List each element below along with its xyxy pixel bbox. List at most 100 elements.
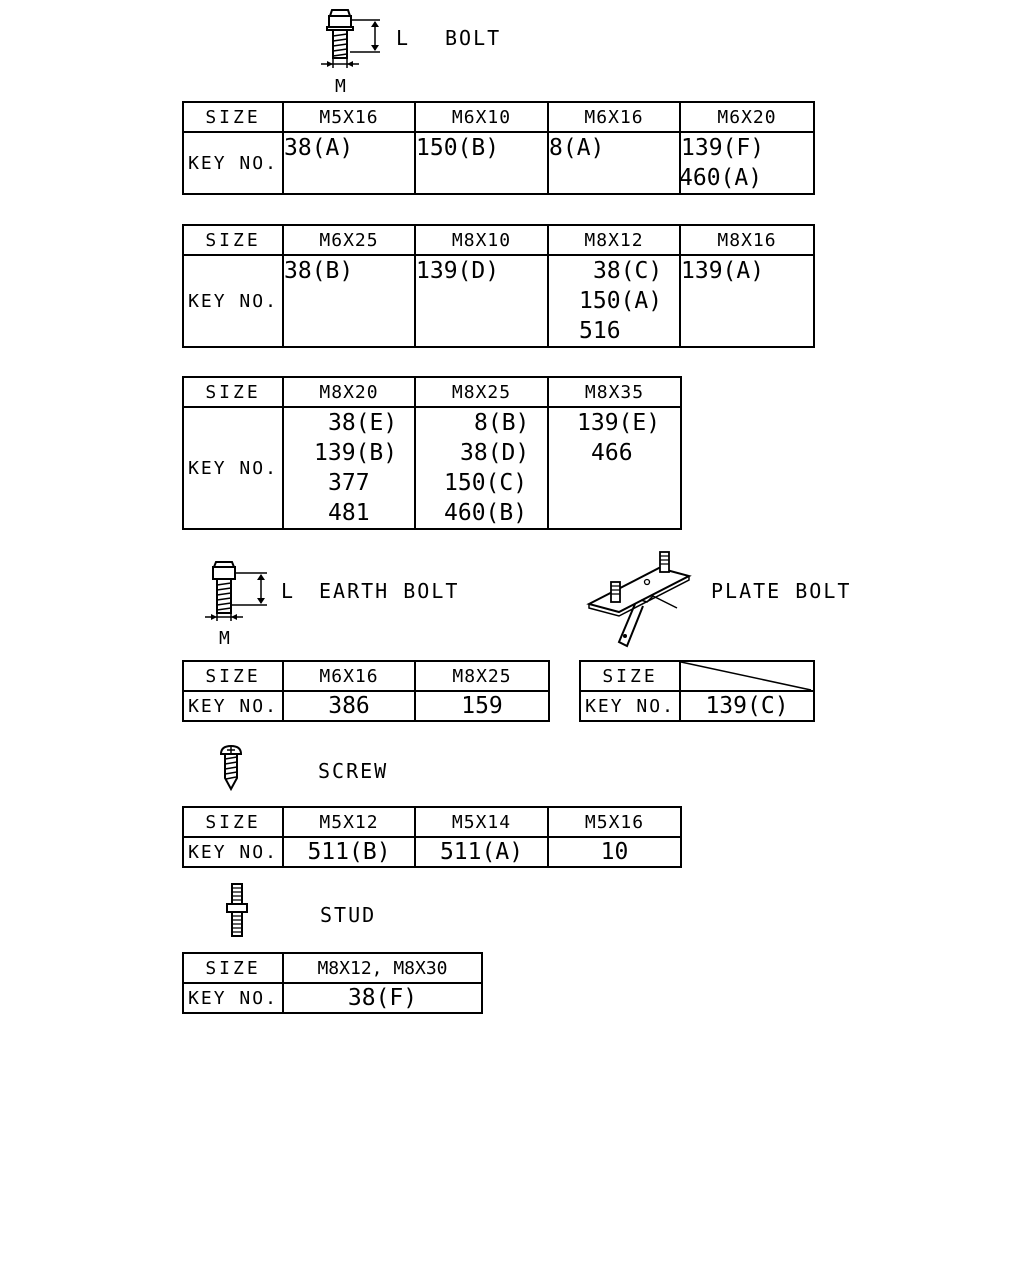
key-value: 139(C) bbox=[705, 693, 789, 719]
key-value: 139(E) bbox=[577, 410, 661, 436]
table-row: KEY NO. 386 159 bbox=[182, 690, 550, 722]
key-no-label: KEY NO. bbox=[182, 131, 284, 195]
table-row: KEY NO. 38(B) 139(D) 38(C)150(A)516 139(… bbox=[182, 254, 815, 348]
size-cell: M5X16 bbox=[547, 806, 682, 838]
key-cell: 159 bbox=[414, 690, 550, 722]
stud-title: STUD bbox=[320, 903, 377, 927]
table-row: SIZE M5X16 M6X10 M6X16 M6X20 bbox=[182, 101, 815, 133]
size-cell: M8X10 bbox=[414, 224, 549, 256]
key-value: 38(F) bbox=[347, 985, 418, 1011]
size-cell: M8X25 bbox=[414, 376, 549, 408]
earth-bolt-icon bbox=[205, 561, 267, 621]
key-no-label: KEY NO. bbox=[182, 254, 284, 348]
key-cell: 8(A) bbox=[547, 131, 681, 195]
plate-bolt-icon bbox=[586, 551, 692, 648]
size-label: SIZE bbox=[182, 806, 284, 838]
table-row: SIZE M5X12 M5X14 M5X16 bbox=[182, 806, 682, 838]
key-no-label: KEY NO. bbox=[182, 982, 284, 1014]
key-no-label: KEY NO. bbox=[182, 690, 284, 722]
size-cell-empty bbox=[679, 660, 815, 692]
size-label: SIZE bbox=[182, 224, 284, 256]
table-row: KEY NO. 511(B) 511(A) 10 bbox=[182, 836, 682, 868]
bolt-dim-l: L bbox=[396, 26, 411, 50]
key-cell: 511(B) bbox=[282, 836, 416, 868]
key-value: 139(A) bbox=[681, 258, 765, 284]
key-value: 8(B) bbox=[474, 410, 530, 436]
bolt-table-2: SIZE M6X25 M8X10 M8X12 M8X16 KEY NO. 38(… bbox=[182, 224, 815, 348]
key-value: 511(A) bbox=[439, 839, 524, 865]
key-value: 139(F) bbox=[681, 135, 765, 161]
key-cell: 139(E)466 bbox=[547, 406, 682, 530]
key-cell: 10 bbox=[547, 836, 682, 868]
table-row: SIZE bbox=[579, 660, 815, 692]
table-row: KEY NO. 139(C) bbox=[579, 690, 815, 722]
size-cell: M6X16 bbox=[282, 660, 416, 692]
key-value: 38(C) bbox=[593, 258, 663, 284]
key-value: 150(B) bbox=[416, 135, 500, 161]
plate-bolt-title: PLATE BOLT bbox=[711, 579, 852, 603]
table-row: KEY NO. 38(A) 150(B) 8(A) 139(F) 460(A) bbox=[182, 131, 815, 195]
stud-table: SIZE M8X12, M8X30 KEY NO. 38(F) bbox=[182, 952, 483, 1014]
key-value: 38(D) bbox=[460, 440, 530, 466]
size-cell: M6X20 bbox=[679, 101, 815, 133]
key-value: 139(D) bbox=[416, 258, 500, 284]
bolt-icon bbox=[321, 9, 380, 68]
table-row: SIZE M8X20 M8X25 M8X35 bbox=[182, 376, 682, 408]
earth-bolt-dim-m: M bbox=[219, 628, 232, 649]
earth-bolt-table: SIZE M6X16 M8X25 KEY NO. 386 159 bbox=[182, 660, 550, 722]
key-value: 377 bbox=[328, 470, 370, 496]
size-cell: M8X16 bbox=[679, 224, 815, 256]
key-cell: 38(B) bbox=[282, 254, 416, 348]
key-cell: 511(A) bbox=[414, 836, 549, 868]
size-cell: M8X20 bbox=[282, 376, 416, 408]
key-value: 139(B) bbox=[314, 440, 398, 466]
key-value: 38(A) bbox=[284, 135, 354, 161]
key-no-label: KEY NO. bbox=[182, 406, 284, 530]
key-cell: 139(D) bbox=[414, 254, 549, 348]
size-cell: M6X16 bbox=[547, 101, 681, 133]
key-value: 460(A) bbox=[679, 165, 763, 191]
key-cell: 386 bbox=[282, 690, 416, 722]
bolt-title: BOLT bbox=[445, 26, 502, 50]
key-cell: 139(F) 460(A) bbox=[679, 131, 815, 195]
key-value: 511(B) bbox=[307, 839, 391, 865]
bolt-table-1: SIZE M5X16 M6X10 M6X16 M6X20 KEY NO. 38(… bbox=[182, 101, 815, 195]
table-row: SIZE M8X12, M8X30 bbox=[182, 952, 483, 984]
earth-bolt-title: EARTH BOLT bbox=[319, 579, 460, 603]
table-row: SIZE M6X16 M8X25 bbox=[182, 660, 550, 692]
key-value: 10 bbox=[600, 839, 629, 865]
stud-icon bbox=[226, 883, 248, 937]
key-value: 38(B) bbox=[284, 258, 354, 284]
diagonal-line bbox=[680, 661, 812, 691]
plate-bolt-table: SIZE KEY NO. 139(C) bbox=[579, 660, 815, 722]
size-cell: M5X12 bbox=[282, 806, 416, 838]
screw-table: SIZE M5X12 M5X14 M5X16 KEY NO. 511(B) 51… bbox=[182, 806, 682, 868]
size-cell: M8X25 bbox=[414, 660, 550, 692]
bolt-table-3: SIZE M8X20 M8X25 M8X35 KEY NO. 38(E)139(… bbox=[182, 376, 682, 530]
key-cell: 38(C)150(A)516 bbox=[547, 254, 681, 348]
table-row: SIZE M6X25 M8X10 M8X12 M8X16 bbox=[182, 224, 815, 256]
size-cell: M8X35 bbox=[547, 376, 682, 408]
size-label: SIZE bbox=[182, 376, 284, 408]
screw-icon bbox=[219, 744, 243, 792]
key-cell: 8(B)38(D)150(C)460(B) bbox=[414, 406, 549, 530]
key-cell: 150(B) bbox=[414, 131, 549, 195]
size-label: SIZE bbox=[182, 660, 284, 692]
key-value: 516 bbox=[579, 318, 621, 344]
key-cell: 38(A) bbox=[282, 131, 416, 195]
key-cell: 38(F) bbox=[282, 982, 483, 1014]
size-cell: M6X25 bbox=[282, 224, 416, 256]
screw-title: SCREW bbox=[318, 759, 389, 783]
earth-bolt-dim-l: L bbox=[281, 579, 296, 603]
size-cell: M5X16 bbox=[282, 101, 416, 133]
size-cell: M8X12, M8X30 bbox=[282, 952, 483, 984]
key-cell: 139(A) bbox=[679, 254, 815, 348]
key-cell: 139(C) bbox=[679, 690, 815, 722]
key-no-label: KEY NO. bbox=[182, 836, 284, 868]
size-cell: M6X10 bbox=[414, 101, 549, 133]
key-value: 8(A) bbox=[549, 135, 605, 161]
size-label: SIZE bbox=[182, 952, 284, 984]
key-value: 386 bbox=[328, 693, 370, 719]
